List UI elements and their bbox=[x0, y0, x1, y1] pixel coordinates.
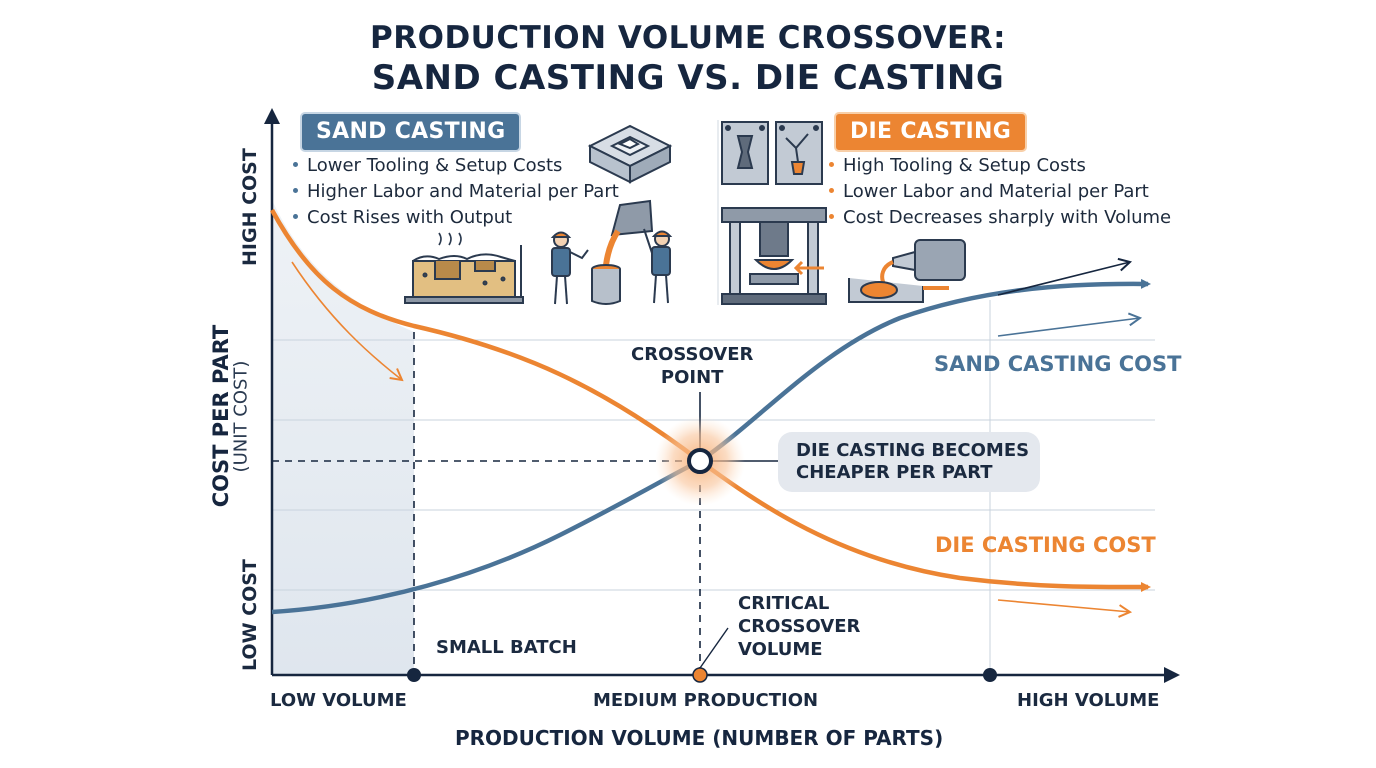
trend-arrow-orange bbox=[997, 599, 1130, 612]
x-axis-title: PRODUCTION VOLUME (NUMBER OF PARTS) bbox=[455, 726, 944, 750]
critical-leader bbox=[699, 627, 729, 669]
x-axis-arrow bbox=[1164, 667, 1180, 683]
die-casting-bullets: High Tooling & Setup Costs Lower Labor a… bbox=[826, 153, 1171, 231]
small-batch-marker bbox=[407, 668, 421, 682]
sand-mold-box-icon bbox=[587, 124, 673, 184]
sand-casting-heading: SAND CASTING bbox=[300, 112, 522, 152]
small-batch-label: SMALL BATCH bbox=[436, 637, 577, 658]
die-casting-press-icon bbox=[721, 207, 827, 305]
die-casting-heading: DIE CASTING bbox=[834, 112, 1028, 152]
critical-volume-label: CRITICAL CROSSOVER VOLUME bbox=[738, 593, 861, 660]
die-bullet: Cost Decreases sharply with Volume bbox=[826, 205, 1171, 231]
die-bullet: Lower Labor and Material per Part bbox=[826, 179, 1171, 205]
y-axis-high-label: HIGH COST bbox=[239, 148, 261, 266]
x-axis-medium-label: MEDIUM PRODUCTION bbox=[593, 690, 819, 711]
title-line-2: SAND CASTING VS. DIE CASTING bbox=[371, 58, 1005, 98]
sand-bullet: Higher Labor and Material per Part bbox=[290, 179, 619, 205]
y-axis-low-label: LOW COST bbox=[239, 559, 261, 671]
sand-mold-icon bbox=[404, 232, 524, 304]
crossover-point-marker bbox=[687, 448, 713, 474]
die-bullet: High Tooling & Setup Costs bbox=[826, 153, 1171, 179]
trend-arrow-dark bbox=[997, 262, 1130, 296]
small-batch-region bbox=[272, 200, 414, 675]
sand-bullet: Lower Tooling & Setup Costs bbox=[290, 153, 619, 179]
title-line-1: PRODUCTION VOLUME CROSSOVER: bbox=[370, 20, 1006, 56]
x-axis-low-label: LOW VOLUME bbox=[270, 690, 407, 711]
y-axis-title: COST PER PART bbox=[209, 324, 233, 508]
crossover-point-label: CROSSOVER POINT bbox=[631, 344, 754, 388]
critical-volume-marker bbox=[692, 667, 708, 683]
high-cost-arrow bbox=[291, 261, 402, 380]
injection-nozzle-icon bbox=[848, 239, 966, 303]
pouring-ladle-icon bbox=[591, 199, 673, 305]
sand-bullet: Cost Rises with Output bbox=[290, 205, 619, 231]
y-axis-subtitle: (UNIT COST) bbox=[230, 360, 252, 473]
cheaper-callout: DIE CASTING BECOMES CHEAPER PER PART bbox=[778, 432, 1040, 492]
gridlines bbox=[272, 120, 1155, 675]
die-mold-halves-icon bbox=[721, 121, 823, 185]
trend-arrow-blue bbox=[997, 318, 1140, 337]
y-axis-arrow bbox=[264, 108, 280, 124]
die-casting-cost-label: DIE CASTING COST bbox=[935, 533, 1156, 557]
high-volume-marker bbox=[983, 668, 997, 682]
dashed-guides bbox=[272, 332, 701, 675]
sand-casting-cost-label: SAND CASTING COST bbox=[934, 352, 1182, 376]
sand-casting-bullets: Lower Tooling & Setup Costs Higher Labor… bbox=[290, 153, 619, 231]
x-axis-high-label: HIGH VOLUME bbox=[1017, 690, 1160, 711]
foundry-worker-icon bbox=[550, 231, 589, 305]
